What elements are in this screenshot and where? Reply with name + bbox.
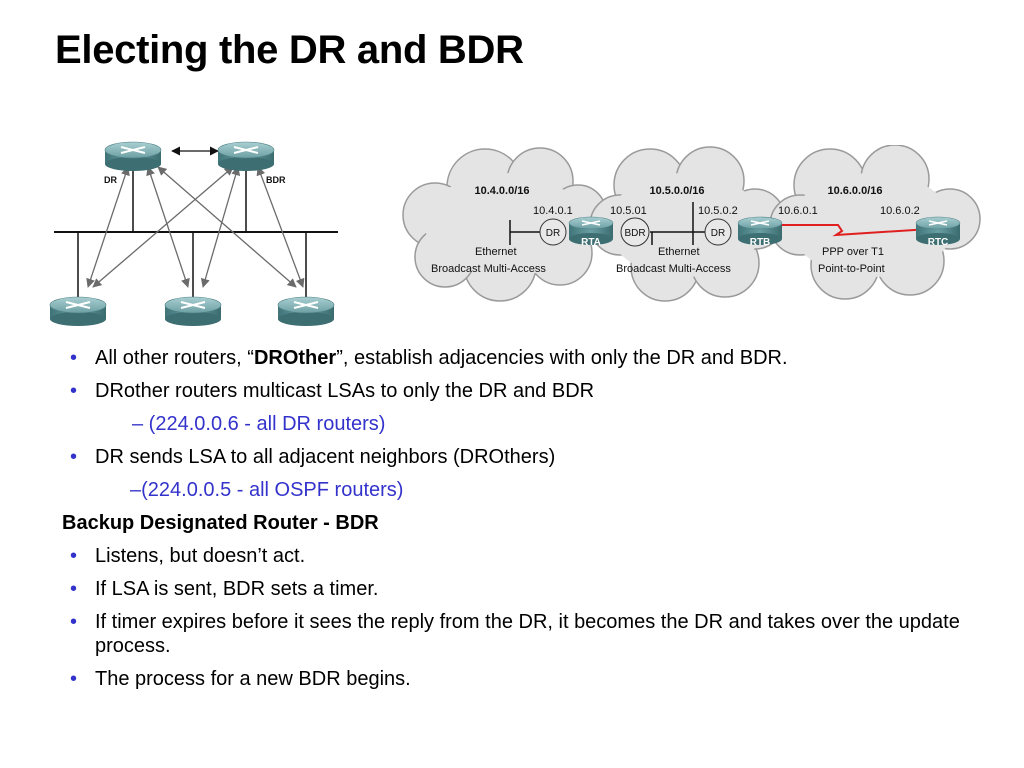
role-dr-b: DR [711,228,725,239]
segment-type-label: Ethernet [475,246,517,258]
bullet-text: ”, establish adjacencies with only the D… [336,347,788,369]
bullet-marker: • [70,347,78,369]
ip-label: 10.5.01 [610,205,647,217]
bullet-item: • If LSA is sent, BDR sets a timer. [62,577,992,601]
bullet-text: Listens, but doesn’t act. [95,545,306,567]
ip-label: 10.6.0.2 [880,205,920,217]
bullet-item: • DRother routers multicast LSAs to only… [62,379,992,403]
router-icon [737,216,783,245]
network-label: 10.4.0.0/16 [474,185,529,197]
role-dr-a: DR [546,228,560,239]
role-badge: DR [704,218,732,246]
section-heading: Backup Designated Router - BDR [62,511,992,535]
bullet-text: DRother routers multicast LSAs to only t… [95,380,595,402]
dr-label: DR [104,175,117,185]
bullet-item: • The process for a new BDR begins. [62,667,992,691]
bullet-marker: • [70,611,78,633]
network-segments-diagram: 10.4.0.0/16 10.4.0.1 Ethernet Broadcast … [402,145,981,302]
router-label: RTB [750,237,771,248]
router-label: RTC [928,237,949,248]
cloud-fill [425,173,954,277]
bullet-item: • DR sends LSA to all adjacent neighbors… [62,445,992,469]
ip-label: 10.4.0.1 [533,205,573,217]
slide-body: • All other routers, “DROther”, establis… [62,346,992,700]
router-icon [164,296,222,326]
segment-desc-label: Broadcast Multi-Access [431,263,546,275]
router-icon [217,141,275,171]
adjacency-arrow [256,166,305,288]
dr-bdr-topology-diagram: DR BDR [49,141,338,326]
bullet-item: • If timer expires before it sees the re… [62,610,992,658]
network-label: 10.6.0.0/16 [827,185,882,197]
serial-link [782,224,931,237]
link-type-label: PPP over T1 [822,246,884,258]
router-icon [104,141,162,171]
bullet-text: If timer expires before it sees the repl… [95,611,960,657]
router-icon [915,216,961,245]
sub-bullet-text: – (224.0.0.6 - all DR routers) [132,413,386,435]
sub-bullet-item: – (224.0.0.6 - all DR routers) [62,412,992,436]
ip-label: 10.6.0.1 [778,205,818,217]
bullet-text: The process for a new BDR begins. [95,668,411,690]
role-badge: BDR [620,217,650,247]
adjacency-arrow [157,166,297,288]
router-icon [49,296,107,326]
ip-label: 10.5.0.2 [698,205,738,217]
bullet-marker: • [70,446,78,468]
adjacency-arrow [86,166,130,288]
bullet-emphasis: DROther [253,347,337,369]
role-bdr: BDR [624,228,645,239]
adjacency-arrow [200,166,241,288]
bullet-item: • All other routers, “DROther”, establis… [62,346,992,370]
link-desc-label: Point-to-Point [818,263,885,275]
slide-title: Electing the DR and BDR [55,28,524,72]
adjacency-arrow [146,166,190,288]
sub-bullet-item: –(224.0.0.5 - all OSPF routers) [62,478,992,502]
bullet-marker: • [70,380,78,402]
segment-desc-label: Broadcast Multi-Access [616,263,731,275]
bullet-item: • Listens, but doesn’t act. [62,544,992,568]
sub-bullet-text: –(224.0.0.5 - all OSPF routers) [130,479,404,501]
bullet-marker: • [70,578,78,600]
router-label: RTA [581,237,601,248]
section-heading-text: Backup Designated Router - BDR [62,512,379,534]
bullet-marker: • [70,545,78,567]
adjacency-arrow [92,166,234,288]
network-label: 10.5.0.0/16 [649,185,704,197]
role-badge: DR [539,218,567,246]
router-icon [277,296,335,326]
segment-type-label: Ethernet [658,246,700,258]
bullet-text: All other routers, “ [95,347,254,369]
router-icon [568,216,614,245]
bullet-text: DR sends LSA to all adjacent neighbors (… [95,446,556,468]
bdr-label: BDR [266,175,286,185]
bullet-marker: • [70,668,78,690]
bullet-text: If LSA is sent, BDR sets a timer. [95,578,379,600]
